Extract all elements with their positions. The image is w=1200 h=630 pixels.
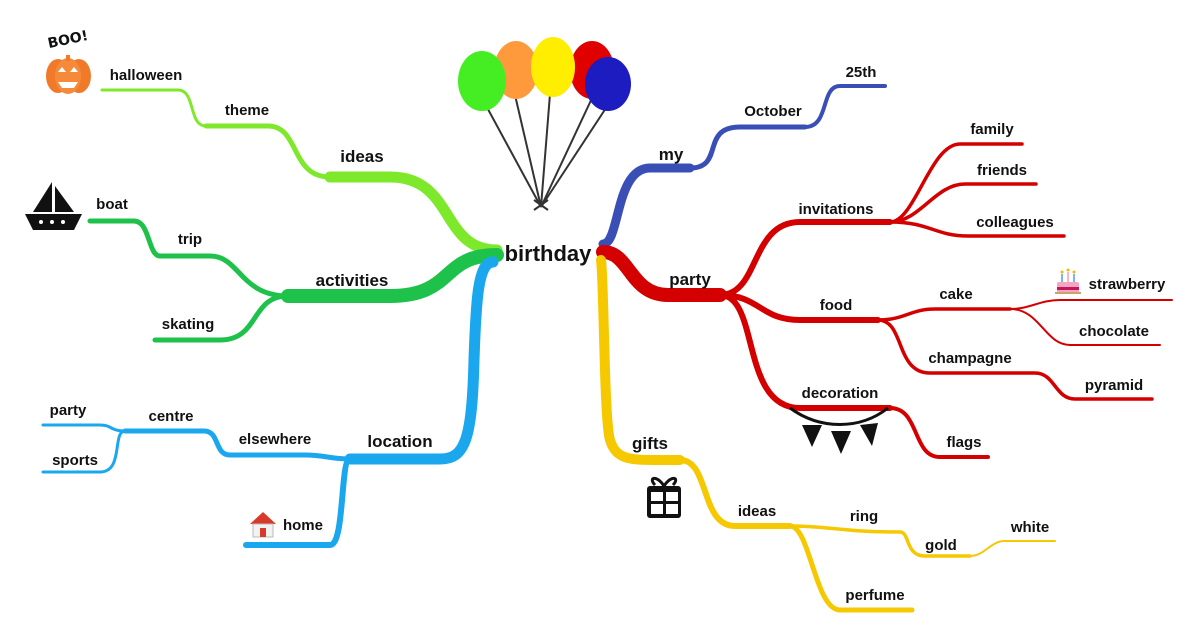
bunting-icon (789, 406, 889, 454)
node-flags[interactable]: flags (946, 434, 981, 451)
node-chocolate[interactable]: chocolate (1079, 323, 1149, 340)
node-invitations[interactable]: invitations (798, 201, 873, 218)
node-centre[interactable]: centre (148, 408, 193, 425)
svg-text:BOO!: BOO! (46, 28, 89, 52)
node-home[interactable]: home (283, 517, 323, 534)
node-decoration[interactable]: decoration (802, 385, 879, 402)
node-halloween[interactable]: halloween (110, 67, 183, 84)
node-gold[interactable]: gold (925, 537, 957, 554)
branch-gifts (596, 255, 1056, 613)
node-gifts[interactable]: gifts (632, 434, 668, 453)
branch-location (41, 256, 499, 548)
node-party[interactable]: party (669, 270, 711, 289)
node-colleagues[interactable]: colleagues (976, 214, 1054, 231)
node-strawberry[interactable]: strawberry (1089, 276, 1166, 293)
branch-party (596, 142, 1173, 459)
node-boat[interactable]: boat (96, 196, 128, 213)
node-ring[interactable]: ring (850, 508, 878, 525)
node-sports[interactable]: sports (52, 452, 98, 469)
balloons-icon (458, 37, 631, 211)
node-my[interactable]: my (659, 145, 684, 164)
node-skating[interactable]: skating (162, 316, 215, 333)
node-pyramid[interactable]: pyramid (1085, 377, 1143, 394)
branch-ideas (100, 88, 503, 256)
house-icon (250, 512, 276, 538)
branch-my (598, 84, 887, 249)
node-ideas[interactable]: ideas (340, 147, 383, 166)
node-perfume[interactable]: perfume (845, 587, 904, 604)
node-family[interactable]: family (970, 121, 1014, 138)
node-activities[interactable]: activities (316, 271, 389, 290)
node-champagne[interactable]: champagne (928, 350, 1011, 367)
node-trip[interactable]: trip (178, 231, 202, 248)
node-location-party[interactable]: party (50, 402, 87, 419)
center-topic[interactable]: birthday (505, 241, 593, 266)
node-25th[interactable]: 25th (846, 64, 877, 81)
branch-activities (87, 218, 504, 343)
node-friends[interactable]: friends (977, 162, 1027, 179)
node-october[interactable]: October (744, 103, 802, 120)
boat-icon (25, 182, 82, 230)
pumpkin-icon: BOO! (46, 28, 91, 94)
node-white[interactable]: white (1010, 519, 1049, 536)
gift-icon (647, 476, 681, 518)
node-cake[interactable]: cake (939, 286, 972, 303)
node-location[interactable]: location (367, 432, 432, 451)
node-elsewhere[interactable]: elsewhere (239, 431, 312, 448)
node-theme[interactable]: theme (225, 102, 269, 119)
node-gift-ideas[interactable]: ideas (738, 503, 776, 520)
node-food[interactable]: food (820, 297, 852, 314)
cake-icon (1055, 268, 1081, 294)
